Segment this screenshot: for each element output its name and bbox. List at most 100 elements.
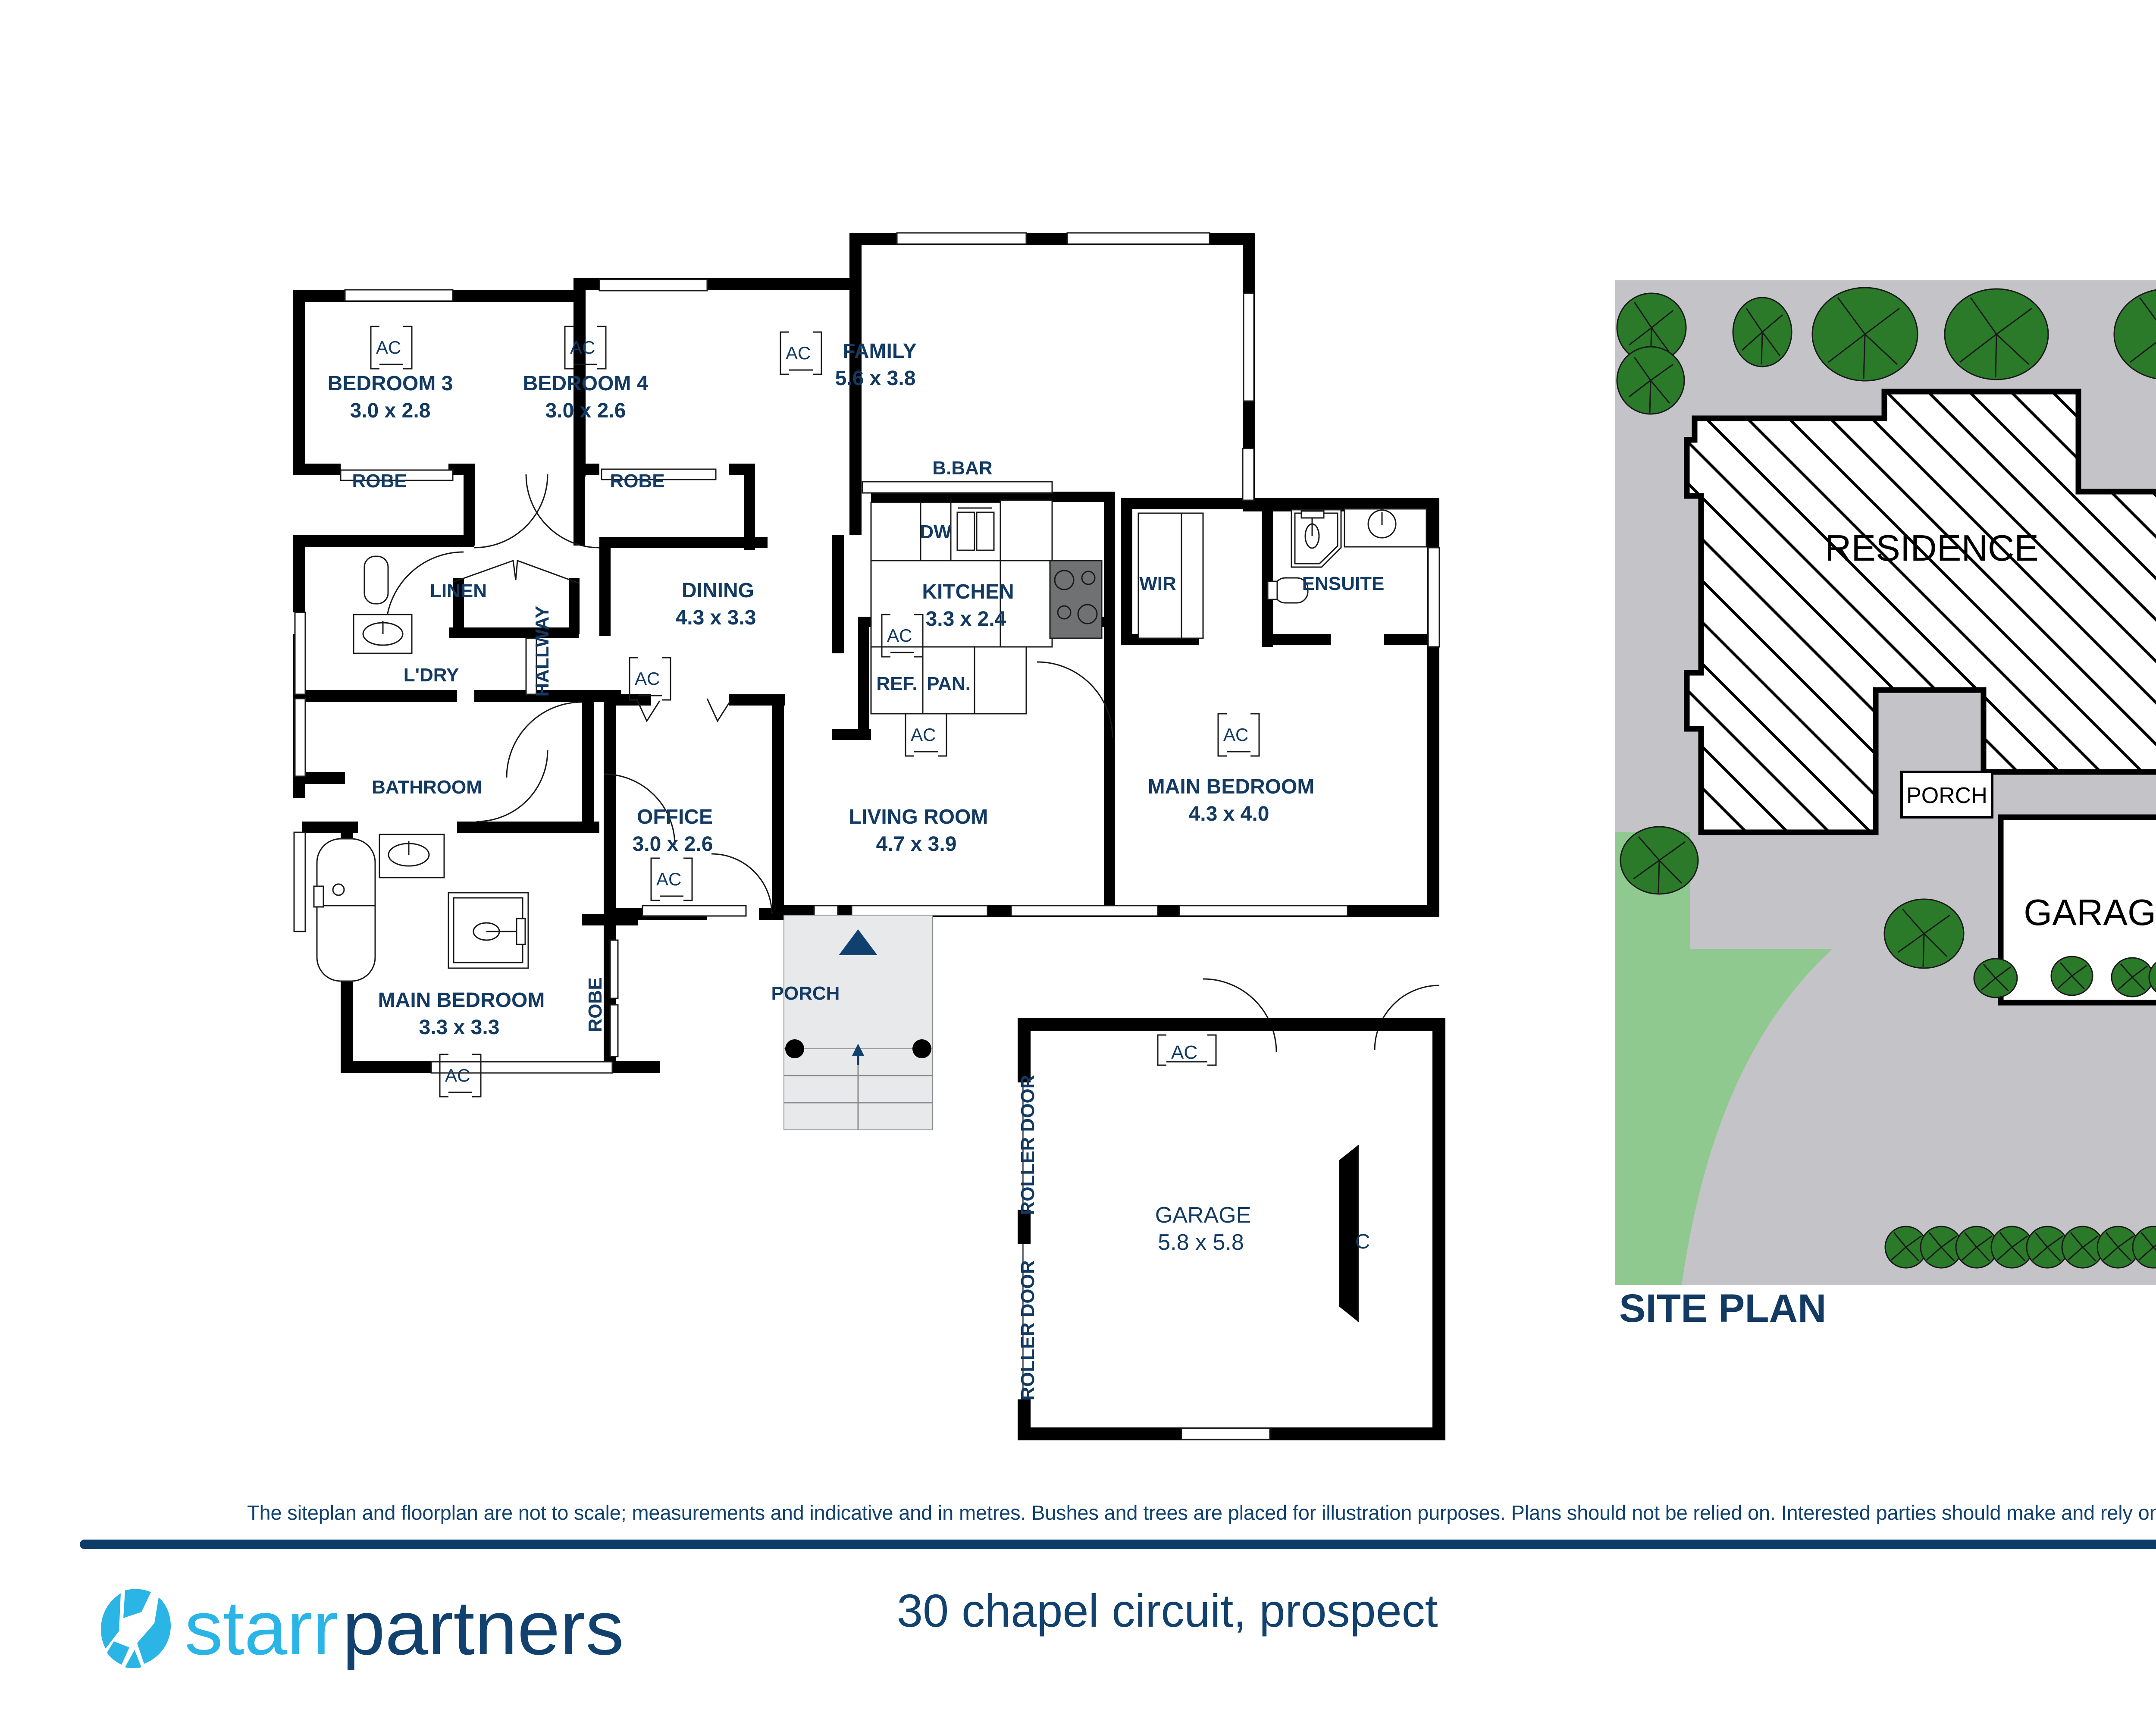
ac-marker: AC [629, 657, 671, 701]
lawn-area [1615, 832, 1833, 1285]
brand-text-partners: partners [342, 1585, 624, 1671]
ac-marker: AC [780, 331, 822, 375]
tree-icon [2132, 1226, 2156, 1269]
tree-icon [2113, 289, 2156, 380]
robe-shelf [609, 1004, 619, 1057]
ac-label: AC [376, 337, 401, 358]
bench [1000, 499, 1053, 561]
breakfast-bar [862, 481, 1053, 494]
window [293, 831, 306, 932]
bathroom-label: BATHROOM [372, 777, 482, 798]
tap [313, 885, 324, 908]
room-label-bedroom4: BEDROOM 4 [523, 372, 649, 395]
ac-marker: AC [1217, 713, 1260, 757]
wir-shelf [1138, 512, 1182, 639]
room-label-dining: DINING [682, 579, 754, 602]
room-dims-kitchen: 3.3 x 2.4 [926, 608, 1006, 630]
ac-marker: AC [881, 614, 924, 658]
ensuite-label: ENSUITE [1302, 573, 1385, 594]
room-dims-main-bedroom-left: 3.3 x 3.3 [419, 1016, 500, 1039]
window [1010, 905, 1159, 917]
ac-label: AC [635, 668, 660, 689]
brand-text-starr: starr [185, 1585, 338, 1671]
robe-label-1: ROBE [352, 470, 407, 492]
garage-wall-top [1018, 1018, 1427, 1031]
room-label-kitchen: KITCHEN [922, 580, 1014, 603]
tree-icon [2026, 1226, 2069, 1269]
window [851, 905, 988, 917]
room-dims-bedroom4: 3.0 x 2.6 [545, 399, 626, 422]
laundry-label: L'DRY [404, 665, 459, 686]
ac-label: AC [887, 625, 912, 646]
ac-marker: AC [370, 326, 413, 370]
tree-icon [2061, 1226, 2104, 1269]
starr-partners-logo: starr partners [101, 1585, 624, 1671]
robe-shelf [609, 939, 619, 999]
robe-shelf [601, 468, 717, 480]
fridge-space [870, 646, 924, 715]
cupboard-label: C [1355, 1230, 1370, 1253]
ac-marker: AC [439, 1054, 482, 1098]
ac-label: AC [656, 869, 681, 889]
site-porch [1900, 771, 1993, 819]
residence-label: RESIDENCE [1825, 528, 2039, 569]
floorplan-fixtures [313, 448, 1427, 1057]
toilet [364, 555, 389, 605]
room-label-family: FAMILY [843, 340, 917, 363]
window [1427, 547, 1440, 648]
ac-label: AC [1223, 724, 1248, 745]
site-garage-label: GARAGE [2024, 892, 2156, 933]
floorplan-door-swings [385, 474, 1440, 1053]
floorplan-text: AC AC AC AC AC AC AC AC [328, 326, 1385, 1401]
room-dims-living: 4.7 x 3.9 [876, 833, 957, 856]
cupboard-shape [1339, 1145, 1358, 1322]
footer-divider [80, 1540, 2156, 1549]
site-porch-label: PORCH [1906, 783, 1987, 808]
tree-icon [1884, 1226, 1927, 1269]
ac-marker: AC [905, 713, 947, 757]
tree-icon [1616, 346, 1685, 415]
tree-icon [1883, 898, 1965, 969]
room-dims-bedroom3: 3.0 x 2.8 [350, 399, 431, 422]
room-label-main-bedroom-left: MAIN BEDROOM [378, 989, 545, 1012]
linen-label: LINEN [430, 580, 487, 602]
ac-label: AC [445, 1065, 470, 1085]
room-label-office: OFFICE [637, 806, 713, 828]
robe-label-2: ROBE [610, 470, 664, 492]
window [599, 279, 708, 292]
tree-icon [2050, 956, 2093, 996]
robe-shelf [340, 469, 454, 481]
robe-label-3: ROBE [585, 977, 606, 1032]
tree-icon [2111, 957, 2154, 997]
garage-pier [1018, 1210, 1031, 1244]
room-dims-family: 5.6 x 3.8 [835, 367, 916, 390]
room-dims-garage: 5.8 x 5.8 [1158, 1230, 1244, 1255]
tree-icon [1732, 297, 1792, 367]
bench [870, 560, 1001, 648]
room-dims-dining: 4.3 x 3.3 [676, 606, 756, 629]
window [294, 698, 306, 777]
floorplan-windows [293, 232, 1440, 1074]
window [344, 289, 454, 302]
tree-row-bottom [1884, 1226, 2156, 1269]
tree-icon [1955, 1226, 1998, 1269]
dw-label: DW [920, 521, 952, 543]
pan-label: PAN. [927, 673, 971, 694]
window [1181, 1427, 1271, 1440]
room-dims-office: 3.0 x 2.6 [633, 833, 713, 856]
roller-door-label-2: ROLLER DOOR [1017, 1260, 1038, 1400]
ac-marker: AC [650, 857, 693, 901]
ac-marker: AC [564, 326, 607, 370]
garage-wall-left-top [1018, 1018, 1031, 1082]
residence-footprint [1684, 389, 2156, 835]
tree-icon [1620, 826, 1699, 895]
ref-label: REF. [876, 673, 917, 694]
window [294, 612, 306, 695]
window [896, 232, 1027, 245]
tree-icon [1944, 288, 2049, 380]
site-plan: RESIDENCE PORCH GARAGE [1615, 280, 2156, 1330]
bbar-label: B.BAR [932, 458, 992, 479]
ac-label: AC [570, 337, 595, 358]
roller-door-label-1: ROLLER DOOR [1017, 1075, 1038, 1215]
